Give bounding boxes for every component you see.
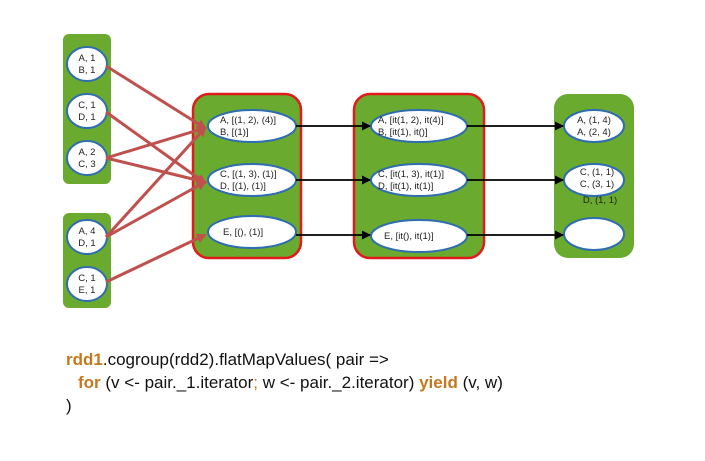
cogroup-diagram: A, 1 B, 1 C, 1 D, 1 A, 2 C, 3 A, 4 D, 1 …: [63, 34, 634, 308]
rdd2-partition-1: A, 4 D, 1: [66, 219, 108, 255]
record: C, 1: [78, 100, 95, 111]
result-partition-3: [563, 217, 625, 251]
record: C, [it(1, 3), it(1)]: [378, 169, 444, 180]
cogroup-partition-3: E, [(), (1)]: [207, 215, 297, 249]
cogroup-partition-2: C, [(1, 3), (1)] D, [(1), (1)]: [207, 163, 297, 197]
code-snippet: rdd1.cogroup(rdd2).flatMapValues( pair =…: [66, 348, 686, 417]
code-line-3: ): [66, 394, 686, 417]
shuffle-arrows: [104, 64, 207, 284]
record: B, [it(1), it()]: [378, 127, 428, 138]
rdd2-partition-2: C, 1 E, 1: [66, 266, 108, 302]
record: E, [(), (1)]: [223, 227, 263, 238]
record: B, 1: [79, 65, 96, 76]
iter-partition-3: E, [it(), it(1)]: [370, 219, 468, 253]
code-text: (v <- pair._1.iterator: [100, 373, 254, 392]
rdd1-partition-1: A, 1 B, 1: [66, 46, 108, 82]
record: B, [(1)]: [220, 127, 249, 138]
code-line-2: for (v <- pair._1.iterator; w <- pair._2…: [66, 371, 686, 394]
record: D, [it(1), it(1)]: [378, 181, 433, 192]
record: A, (1, 4): [577, 115, 611, 126]
code-text: ): [66, 396, 72, 415]
rdd1-partition-3: A, 2 C, 3: [66, 140, 108, 176]
record: C, 3: [78, 159, 95, 170]
iter-partition-2: C, [it(1, 3), it(1)] D, [it(1), it(1)]: [370, 163, 468, 197]
record: A, (2, 4): [577, 127, 611, 138]
code-line-1: rdd1.cogroup(rdd2).flatMapValues( pair =…: [66, 348, 686, 371]
record: A, 4: [79, 226, 96, 237]
record: C, 1: [78, 273, 95, 284]
record: D, 1: [78, 238, 95, 249]
iter-partition-1: A, [it(1, 2), it(4)] B, [it(1), it()]: [370, 109, 468, 143]
semicolon: ;: [253, 373, 258, 392]
result-partition-2: C, (1, 1) C, (3, 1) D, (1, 1): [563, 163, 625, 206]
code-text: (v, w): [457, 373, 503, 392]
record: D, (1, 1): [583, 195, 617, 206]
record: A, [it(1, 2), it(4)]: [378, 115, 443, 126]
record: E, [it(), it(1)]: [384, 231, 434, 242]
record: C, [(1, 3), (1)]: [220, 169, 276, 180]
yield-keyword: yield: [419, 373, 458, 392]
code-text: .cogroup(rdd2).flatMapValues( pair =>: [102, 350, 389, 369]
record: A, 2: [79, 147, 96, 158]
record: C, (1, 1): [580, 167, 614, 178]
record: A, 1: [79, 53, 96, 64]
for-keyword: for: [78, 373, 101, 392]
map-arrows: [296, 121, 564, 240]
rdd1-identifier: rdd1: [66, 350, 103, 369]
record: D, [(1), (1)]: [220, 181, 266, 192]
record: E, 1: [79, 285, 96, 296]
result-partition-1: A, (1, 4) A, (2, 4): [563, 109, 625, 143]
rdd1-partition-2: C, 1 D, 1: [66, 93, 108, 129]
record: D, 1: [78, 112, 95, 123]
code-text: w <- pair._2.iterator): [258, 373, 420, 392]
record: A, [(1, 2), (4)]: [220, 115, 276, 126]
record: C, (3, 1): [580, 179, 614, 190]
cogroup-partition-1: A, [(1, 2), (4)] B, [(1)]: [207, 109, 297, 143]
